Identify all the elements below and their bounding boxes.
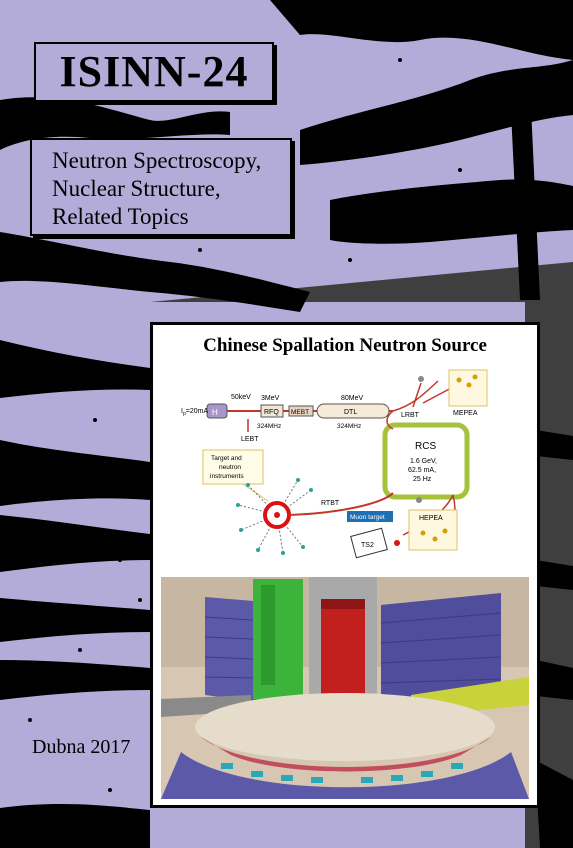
target-station-render (161, 577, 529, 799)
mebt-box (288, 405, 314, 417)
stripe (0, 598, 150, 642)
muon-target-tag (347, 511, 393, 522)
right-shield-block (381, 593, 501, 707)
rcs-ring (382, 422, 470, 500)
subtitle-line-3: Related Topics (52, 204, 189, 229)
cyan-blocks (221, 763, 463, 783)
lrbt-label: LRBT (401, 412, 420, 419)
stripe (536, 660, 573, 700)
stripe (330, 179, 573, 244)
stripe (0, 232, 310, 312)
stripe (0, 515, 150, 572)
mebt-label: MEBT (291, 409, 309, 416)
mepea-box (448, 369, 488, 407)
book-title: ISINN-24 (59, 47, 249, 96)
lebt-label: LEBT (241, 436, 259, 443)
stripe (270, 0, 573, 60)
stripe (0, 97, 230, 150)
rcs-energy: 1.6 GeV, (410, 458, 437, 465)
subtitle-line-2: Nuclear Structure, (52, 176, 221, 201)
red-fan (201, 737, 491, 772)
accelerator-diagram: H Ip=20mA 50keV RFQ 3MeV 324MHz LEBT MEB… (181, 369, 488, 559)
ion-source-label: H (212, 408, 218, 417)
source-energy-label: 50keV (231, 394, 251, 401)
stripe (536, 430, 573, 460)
subtitle-box: Neutron Spectroscopy, Nuclear Structure,… (30, 138, 292, 236)
stripe (300, 60, 573, 165)
panel-title: Chinese Spallation Neutron Source (203, 335, 487, 356)
dtl-box (316, 403, 390, 419)
muon-target-label: Muon target (350, 514, 385, 521)
stripe (535, 760, 573, 848)
stripe (0, 440, 150, 506)
title-box: ISINN-24 (34, 42, 274, 102)
csns-panel: Chinese Spallation Neutron Source H Ip=2… (150, 322, 540, 808)
mepea-label: MEPEA (453, 410, 478, 417)
hepea-label: HEPEA (419, 515, 443, 522)
stripe (0, 660, 150, 700)
target-box (202, 449, 264, 485)
dtl-freq-label: 324MHz (337, 423, 361, 430)
rfq-freq-label: 324MHz (257, 423, 281, 430)
dtl-label: DTL (344, 409, 357, 416)
subtitle-line-1: Neutron Spectroscopy, (52, 148, 262, 173)
red-core (321, 599, 365, 707)
publication-place-year: Dubna 2017 (32, 736, 131, 758)
rcs-rate: 25 Hz (413, 476, 432, 483)
speckle-texture (17, 58, 462, 792)
ion-source (206, 403, 228, 419)
stripe (0, 804, 150, 848)
target-line-1: Target and (211, 455, 242, 462)
stripe (510, 86, 540, 300)
ts2-box (350, 527, 388, 559)
rfq-label: RFQ (264, 409, 279, 416)
rfq-box (260, 404, 284, 418)
ion-current-label: Ip=20mA (181, 408, 208, 417)
neutron-beamlines (237, 479, 312, 554)
stripe (536, 560, 573, 590)
ts2-label: TS2 (361, 542, 374, 549)
target-line-3: instruments (210, 473, 244, 480)
rcs-title: RCS (415, 441, 436, 452)
green-module (253, 579, 303, 699)
purple-base-ring (161, 752, 529, 799)
dtl-energy-label: 80MeV (341, 395, 364, 402)
rfq-energy-label: 3MeV (261, 395, 280, 402)
rcs-current: 62.5 mA, (408, 467, 436, 474)
target-line-2: neutron (219, 464, 241, 471)
base-platform (195, 693, 495, 761)
rtbt-label: RTBT (321, 500, 340, 507)
stripe (0, 340, 150, 398)
hepea-box (408, 509, 458, 551)
